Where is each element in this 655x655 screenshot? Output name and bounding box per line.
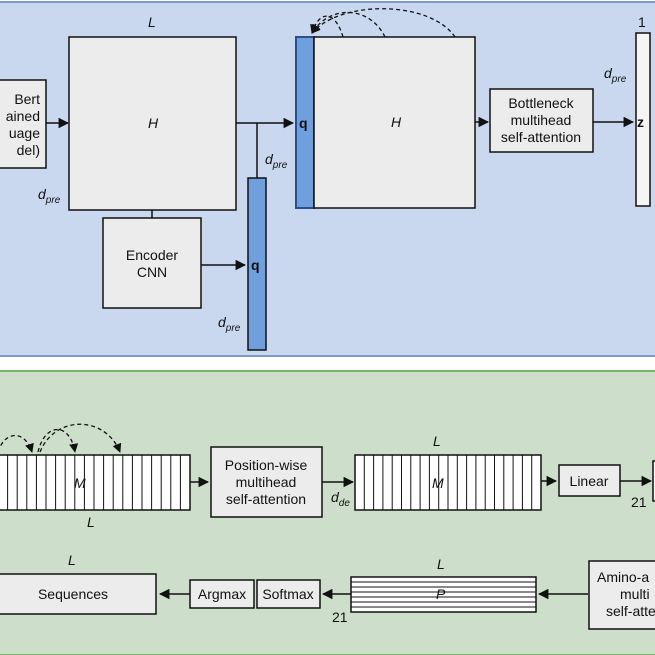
linear-output-edge <box>652 460 655 502</box>
one-label: 1 <box>638 14 646 30</box>
d-pre-label-4: dpre <box>604 65 627 85</box>
m-matrix-2 <box>355 455 541 510</box>
attention-arc-3 <box>311 8 456 38</box>
bottleneck-line-2: multihead <box>511 112 572 128</box>
softmax-box <box>256 579 321 609</box>
bert-label-line-4: del) <box>17 142 40 158</box>
q-label-lower: q <box>251 257 260 273</box>
bottleneck-line-3: self-attention <box>501 129 581 145</box>
m-matrix-1 <box>0 455 190 510</box>
matrix-background <box>351 577 536 612</box>
amino-line-1: Amino-a <box>597 569 649 585</box>
d-pre-label-3: dpre <box>218 314 241 334</box>
position-wise-line-1: Position-wise <box>225 457 308 473</box>
softmax-label: Softmax <box>262 586 313 602</box>
l-label-dec-1: L <box>87 514 95 530</box>
l-label-dec-2: L <box>433 433 441 449</box>
encoder-cnn-box <box>102 217 202 309</box>
bert-label-line-1: Bert <box>14 91 40 107</box>
decoder-arc-3 <box>39 423 122 453</box>
amino-acid-attention-box <box>588 560 655 630</box>
z-label: z <box>637 114 644 130</box>
decoder-arc-2 <box>37 428 79 453</box>
m-label-1: M <box>74 475 86 491</box>
h-label-2: H <box>391 114 402 130</box>
num-21-a: 21 <box>631 494 647 510</box>
z-vector <box>635 32 651 207</box>
position-wise-line-3: self-attention <box>226 491 306 507</box>
matrix-background <box>0 455 190 510</box>
bert-label-line-3: uage <box>9 125 40 141</box>
h-label-1: H <box>148 115 159 131</box>
position-wise-line-2: multihead <box>236 474 297 490</box>
p-label: P <box>436 586 446 602</box>
encoder-cnn-line-2: CNN <box>137 264 167 280</box>
m-label-2: M <box>432 475 444 491</box>
q-label-upper: q <box>299 115 308 131</box>
amino-line-2: multi <box>620 586 650 602</box>
l-label-dec-3: L <box>437 556 445 572</box>
num-21-b: 21 <box>332 609 348 625</box>
argmax-box <box>189 579 255 609</box>
bottleneck-line-1: Bottleneck <box>508 95 574 111</box>
decoder-arc-1 <box>0 435 34 453</box>
h-matrix-2 <box>313 36 476 209</box>
sequences-l-label: L <box>68 552 76 568</box>
l-label-top: L <box>148 14 156 30</box>
linear-label: Linear <box>570 473 609 489</box>
p-matrix <box>351 577 536 612</box>
sequences-box <box>0 573 157 615</box>
d-de-label: dde <box>331 489 350 509</box>
bottleneck-attention-box <box>489 88 594 153</box>
encoder-cnn-line-1: Encoder <box>126 247 178 263</box>
amino-line-3: self-atte <box>606 603 655 619</box>
linear-box <box>558 464 621 497</box>
bert-label-line-2: ained <box>6 108 40 124</box>
d-pre-label-2: dpre <box>265 151 288 171</box>
bert-language-model-box <box>0 79 47 169</box>
decoder-panel <box>0 370 655 655</box>
position-wise-attention-box <box>210 446 323 518</box>
d-pre-label-1: dpre <box>38 186 61 206</box>
sequences-label: Sequences <box>38 586 108 602</box>
argmax-label: Argmax <box>198 586 246 602</box>
